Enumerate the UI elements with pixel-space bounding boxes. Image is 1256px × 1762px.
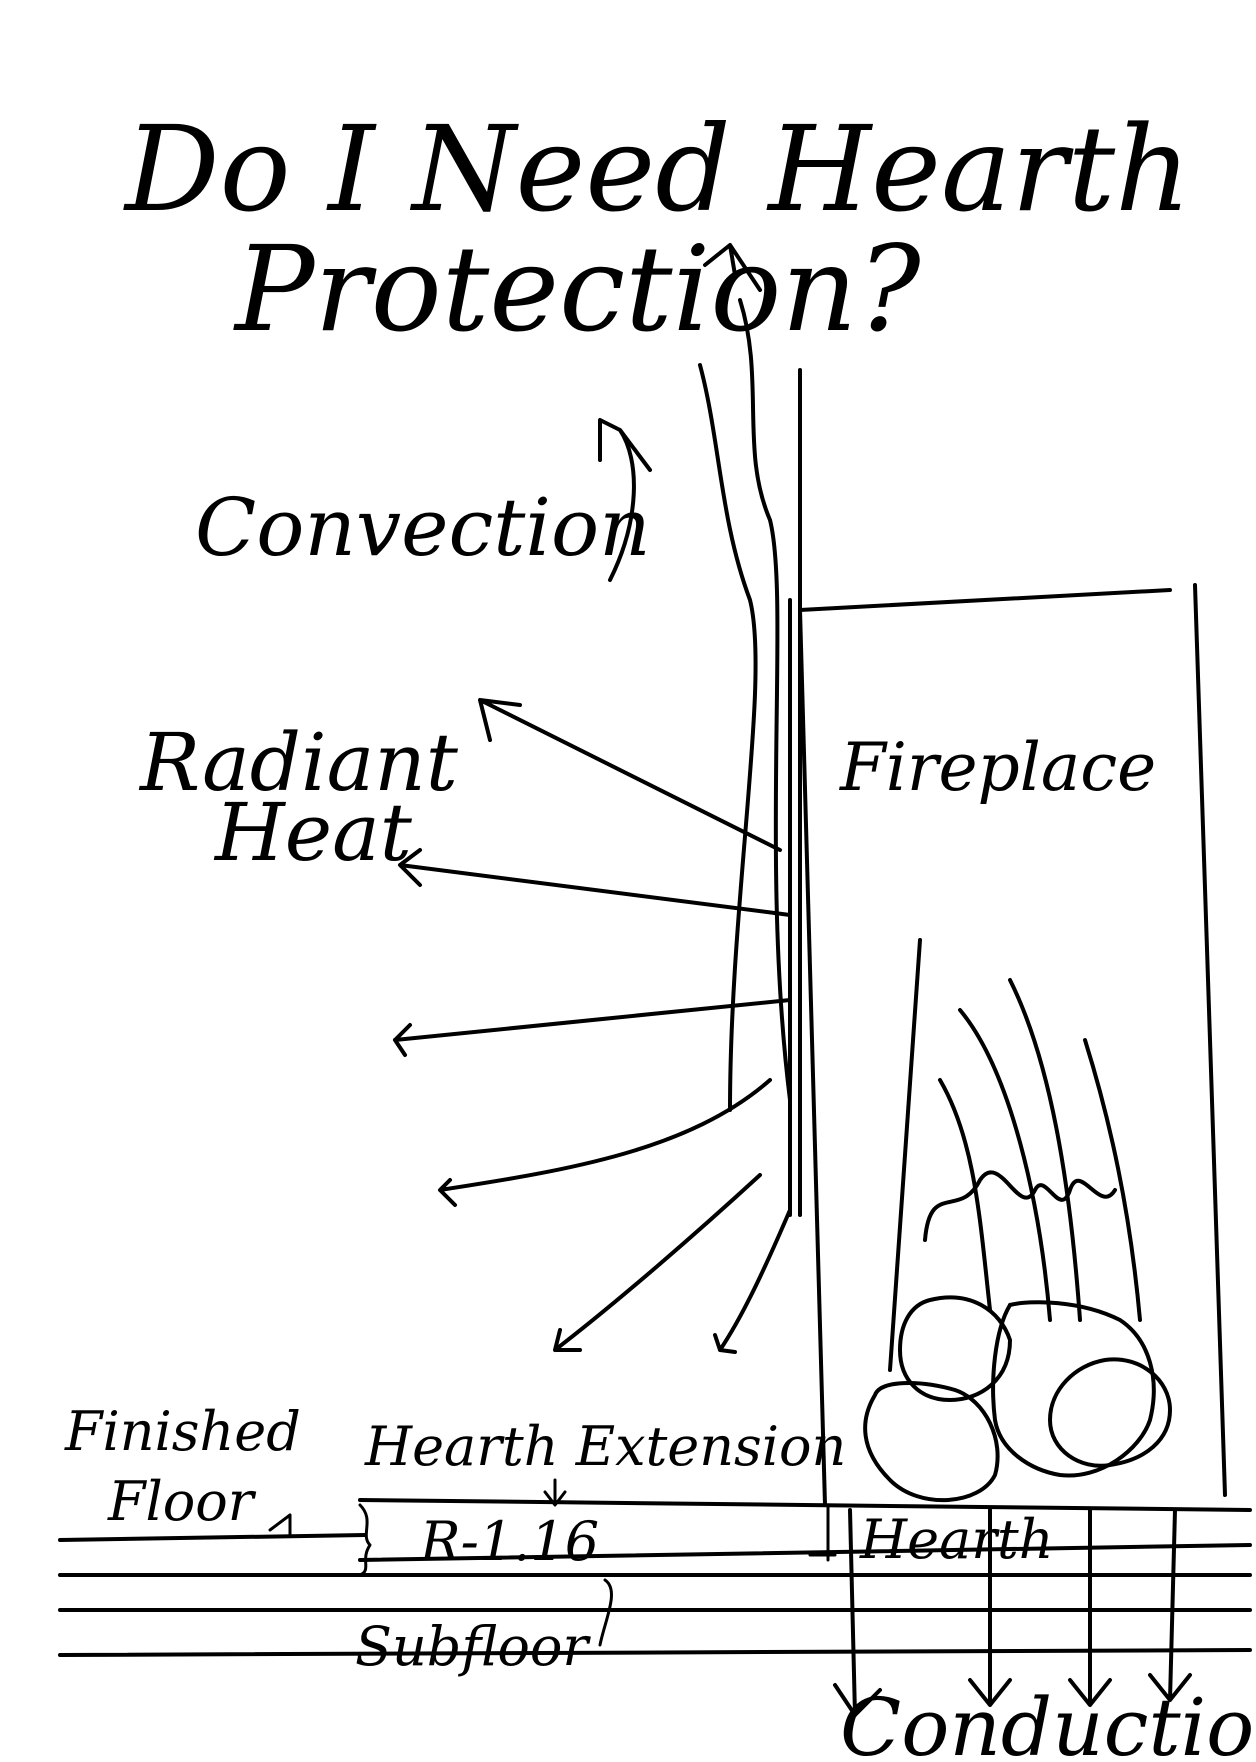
- radiant-arrow-2: [398, 848, 792, 917]
- conduction-arrow-4: [1148, 1508, 1192, 1702]
- hearth-label: Hearth: [859, 1508, 1054, 1571]
- conduction-arrow-1: [833, 1508, 882, 1717]
- subfloor-pointer: [598, 1578, 613, 1647]
- conduction-arrow-2: [968, 1508, 1012, 1707]
- hearth-extension-label: Hearth Extension: [364, 1415, 846, 1478]
- fireplace-label: Fireplace: [839, 729, 1156, 806]
- log-left: [863, 1381, 1000, 1502]
- finished-floor-line: [58, 1498, 1252, 1542]
- conduction-arrow-3: [1068, 1508, 1112, 1707]
- fireplace-box: [798, 583, 1227, 1507]
- finished-floor-bracket: [358, 1503, 372, 1577]
- convection-arrow-2: [698, 363, 758, 1112]
- radiant-heat-label-1: Radiant: [138, 716, 459, 809]
- radiant-arrow-6: [713, 1208, 792, 1354]
- radiant-arrow-3: [393, 998, 792, 1057]
- radiant-arrow-1: [478, 698, 782, 852]
- finished-floor-pointer: [268, 1513, 292, 1537]
- conduction-label: Conduction: [840, 1681, 1256, 1762]
- radiant-arrow-5: [553, 1173, 762, 1352]
- hearth-bracket: [808, 1503, 837, 1562]
- convection-arrow-1: [598, 418, 652, 582]
- subfloor-label: Subfloor: [355, 1615, 591, 1678]
- flame-lines: [888, 938, 1142, 1372]
- convection-arrow-3: [738, 298, 792, 1102]
- convection-arrow-head-top: [703, 243, 762, 292]
- wall-line: [788, 368, 802, 1217]
- title-line-1: Do I Need Hearth: [123, 100, 1191, 238]
- log-back: [898, 1295, 1012, 1402]
- title-line-2: Protection?: [233, 220, 921, 358]
- subfloor-line-bottom: [58, 1648, 1252, 1657]
- flame-tips: [923, 1170, 1117, 1242]
- log-center: [991, 1300, 1156, 1478]
- radiant-heat-label-2: Heat: [213, 786, 413, 879]
- finished-floor-label-2: Floor: [107, 1470, 257, 1533]
- log-right: [1048, 1357, 1172, 1468]
- hearth-extension-pointer: [543, 1478, 567, 1507]
- convection-label: Convection: [195, 481, 651, 574]
- hearth-extension-top-line: [358, 1543, 1252, 1562]
- r-value-label: R-1.16: [419, 1510, 599, 1573]
- radiant-arrow-4: [438, 1078, 772, 1207]
- finished-floor-label-1: Finished: [64, 1400, 301, 1463]
